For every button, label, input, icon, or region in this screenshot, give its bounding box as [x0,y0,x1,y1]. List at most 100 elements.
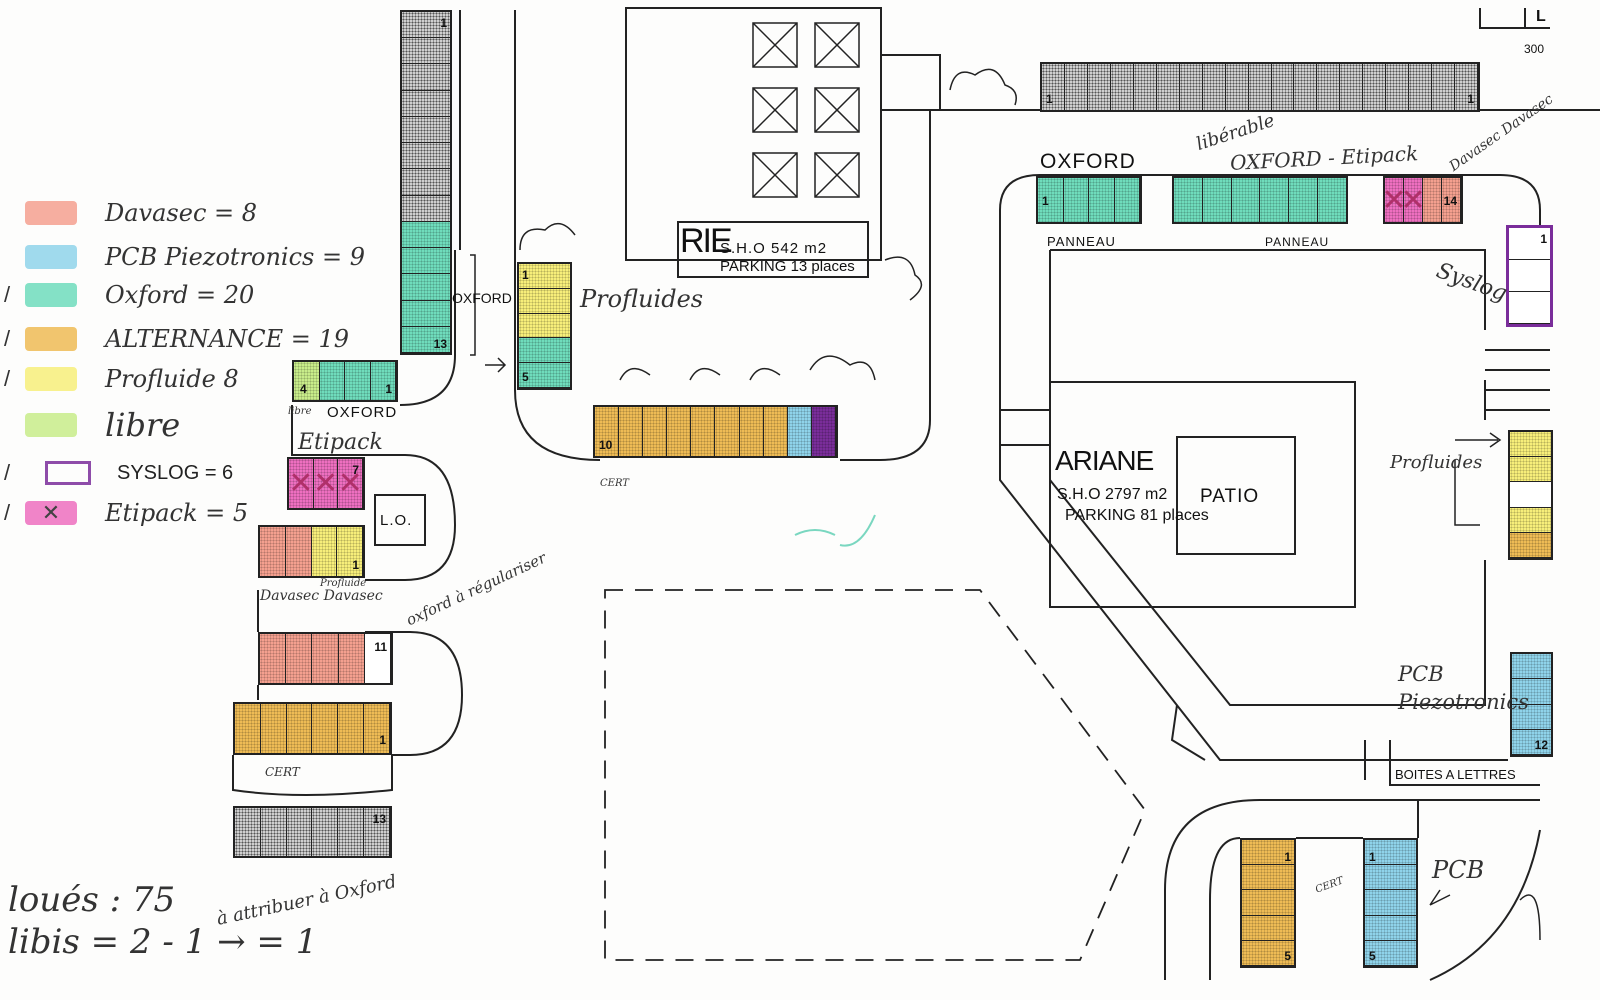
parking-stall [1510,532,1551,559]
stall-block-q: 1 5 [1240,838,1296,968]
stall-number: 7 [352,463,359,477]
label-panneau: PANNEAU [1047,234,1116,249]
stall-block-g [1172,176,1348,224]
stall-block-p: 12 [1510,652,1553,757]
stall-number: 5 [1284,949,1291,963]
parking-stall [787,407,812,456]
stall-block-e: 1 1 [1040,62,1480,112]
label-pcb-bottom: PCB [1432,856,1485,884]
parking-stall [595,407,620,456]
parking-stall [1512,654,1551,680]
swatch [25,245,77,269]
stall-number: 14 [1443,194,1457,208]
rie-parking: PARKING 13 places [720,258,855,275]
swatch [25,327,77,351]
parking-stall [1365,940,1416,967]
parking-stall [402,38,450,65]
parking-stall [1509,228,1550,260]
check-mark-icon: / [4,282,11,307]
parking-stall [1242,865,1294,891]
label-pcb-right: PCB Piezotronics [1398,662,1529,714]
stall-block-o [1508,430,1553,560]
legend-item-pcb: PCB Piezotronics = 9 [0,240,365,274]
stall-number: 1 [1467,92,1474,106]
stall-block-d: 10 [593,405,838,458]
stall-number: 1 [379,733,386,747]
check-mark-icon: / [4,326,11,351]
patio-label: PATIO [1200,486,1260,507]
parking-stall [1512,729,1551,755]
parking-stall [1423,178,1442,222]
stall-block-n: 13 [233,806,392,858]
parking-stall [1242,915,1294,941]
parking-stall [1042,64,1065,110]
parking-stall [345,362,371,400]
parking-stall [286,704,313,753]
parking-stall [619,407,644,456]
parking-stall [519,288,570,314]
parking-stall [338,634,365,683]
total-rented: loués : 75 [8,880,176,920]
parking-stall [402,64,450,91]
parking-stall [1509,260,1550,292]
parking-stall [1179,64,1203,110]
parking-stall [1202,178,1232,222]
scale-l-label: L [1536,8,1547,25]
legend-label: ALTERNANCE = 19 [105,325,350,353]
parking-stall [1510,457,1551,483]
parking-stall [1174,178,1203,222]
lo-label: L.O. [380,512,413,529]
cross-mark-icon: ✕ [1400,183,1426,217]
parking-stall [1317,64,1341,110]
parking-stall [1365,890,1416,916]
parking-stall [285,527,312,576]
ariane-sho: S.H.O 2797 m2 [1057,486,1168,503]
stall-number: 5 [522,370,529,384]
parking-stall: ✕ [288,459,314,508]
parking-stall [286,634,313,683]
parking-stall: ✕ [313,459,339,508]
label-proflu-small: Profluide [320,578,367,589]
legend-label: Oxford = 20 [105,281,255,309]
parking-stall [1242,940,1294,967]
parking-stall [1510,482,1551,508]
parking-stall [1202,64,1226,110]
parking-stall [294,362,320,400]
label-boites-lettres: BOITES A LETTRES [1395,767,1516,782]
swatch [25,201,77,225]
stall-number: 1 [1042,194,1049,208]
parking-stall [1114,178,1140,222]
parking-stall [235,704,261,753]
parking-stall [1340,64,1364,110]
label-panneau: PANNEAU [1265,235,1330,249]
parking-stall [1510,432,1551,458]
stall-number: 13 [433,337,447,351]
label-libre-small: libre [288,406,312,417]
parking-stall [402,326,450,354]
parking-stall [1409,64,1433,110]
parking-stall [1242,890,1294,916]
parking-stall [402,12,450,39]
stall-block-m: 1 [233,702,392,755]
stall-block-b: 4 1 [292,360,398,402]
parking-stall [260,527,286,576]
parking-stall [312,704,339,753]
parking-stall [260,704,287,753]
parking-stall [519,363,570,388]
parking-stall [811,407,836,456]
parking-stall [1248,64,1272,110]
label-profluides-right: Profluides [1390,452,1483,473]
parking-stall [402,116,450,144]
parking-stall [260,634,287,683]
ariane-name: ARIANE [1055,445,1154,476]
parking-stall [311,527,338,576]
parking-stall [519,313,570,339]
parking-stall [1386,64,1410,110]
legend-item-davasec: Davasec = 8 [0,196,257,230]
parking-stall [691,407,716,456]
label-cert: CERT [600,478,629,489]
stall-number: 1 [352,558,359,572]
parking-stall [643,407,668,456]
parking-stall [1432,64,1456,110]
parking-stall [402,143,450,170]
